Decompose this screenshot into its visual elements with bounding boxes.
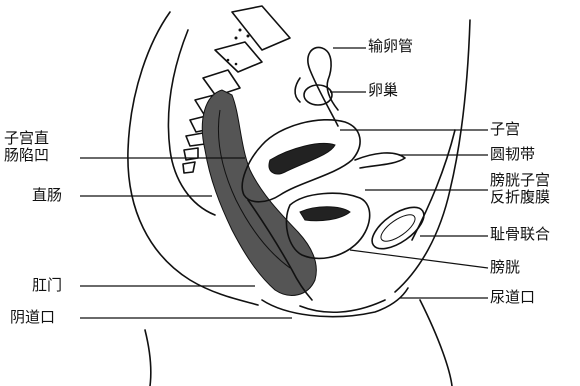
label-rectum: 直肠	[32, 187, 62, 204]
pubic-symphysis-shape	[365, 199, 430, 256]
body-outline-front	[395, 20, 470, 292]
label-vaginal-orifice: 阴道口	[10, 309, 55, 326]
oviduct-shape	[308, 47, 338, 126]
label-pubic-symphysis: 耻骨联合	[490, 226, 550, 243]
rectum-shape	[202, 90, 316, 295]
body-outline-leg-back	[145, 330, 151, 386]
label-anus: 肛门	[32, 277, 62, 294]
round-ligament-shape	[355, 153, 405, 168]
uterine-cavity	[269, 143, 335, 173]
label-urethral-orifice: 尿道口	[490, 289, 535, 306]
label-rectouterine-pouch: 子宫直 肠陷凹	[4, 130, 49, 164]
label-oviduct: 输卵管	[368, 38, 413, 55]
label-round-ligament: 圆韧带	[490, 146, 535, 163]
label-bladder: 膀胱	[490, 259, 520, 276]
label-ovary: 卵巢	[368, 82, 398, 99]
label-vesicouterine-pouch: 膀胱子宫 反折腹膜	[490, 172, 550, 206]
label-uterus: 子宫	[490, 121, 520, 138]
